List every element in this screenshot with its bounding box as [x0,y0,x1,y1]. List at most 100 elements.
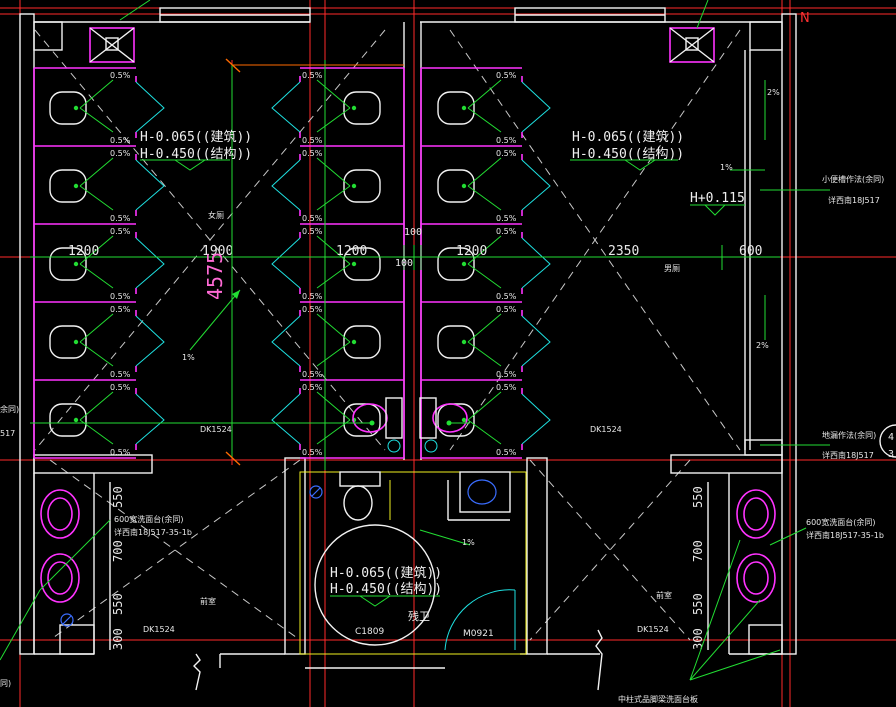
stall-slope-arrow [79,185,114,211]
door-dk-front-left: DK1524 [143,625,175,634]
toilet-drain-dot [351,105,357,111]
dim-vertical-4575 [225,58,404,466]
dim-100-b: 100 [404,227,422,238]
slope-arrows [189,80,766,546]
toilet-drain-dot [73,105,79,111]
dim-right-700: 700 [691,540,705,562]
acc-elev-arch: H-0.065((建筑)) [330,565,442,581]
dim-1900: 1900 [202,244,233,259]
room-men: 男厕 [664,264,680,273]
stall-slope-label: 0.5% [496,370,517,379]
stall-slope-label: 0.5% [302,383,323,392]
stall-slope-arrow [79,341,114,367]
women-elev-arch: H-0.065((建筑)) [140,129,252,145]
men-elev-urinal: H+0.115 [690,191,745,206]
stall-door-swing [271,315,301,367]
toilet-bowl [49,247,87,281]
note-basin-right-1: 600宽洗面台(余同) [806,517,876,527]
stall-slope-arrow [316,419,351,445]
stall-slope-arrow [316,263,351,289]
stall-slope-arrow [79,419,114,445]
dim-left-550b: 550 [111,593,125,615]
door-dk-front-right: DK1524 [637,625,669,634]
toilet-drain-dot [461,339,467,345]
note-urinal-1: 小便槽作法(余同) [822,174,884,184]
toilet-bowl [343,91,381,125]
toilet-bowl [49,403,87,437]
stall-slope-label: 0.5% [302,227,323,236]
stall-slope-label: 0.5% [110,227,131,236]
stall-slope-label: 0.5% [110,305,131,314]
stall-slope-arrow [467,391,502,421]
toilet-drain-dot [351,183,357,189]
dashed-diagonals [34,29,741,641]
stall-slope-label: 0.5% [110,370,131,379]
toilet-bowl [437,169,475,203]
dim-1200-c: 1200 [456,244,487,259]
stall-slope-label: 0.5% [302,136,323,145]
men-elev-struct: H-0.450((结构)) [572,147,684,162]
toilet-bowl [437,91,475,125]
room-front-right: 前室 [656,590,672,600]
toilet-bowl [49,91,87,125]
stall-door-swing [521,81,551,133]
stall-slope-label: 0.5% [496,448,517,457]
axis-bubble-right: 4 [888,432,894,443]
stall-door-swing [135,237,165,289]
stall-slope-label: 0.5% [302,292,323,301]
door-dk-left: DK1524 [200,425,232,434]
stall-slope-label: 0.5% [496,214,517,223]
stall-slope-label: 0.5% [110,149,131,158]
dim-left-700: 700 [111,540,125,562]
stall-slope-arrow [79,263,114,289]
stall-slope-arrow [316,341,351,367]
slope-floor-main: 1% [182,353,195,362]
stall-slope-label: 0.5% [496,383,517,392]
toilet-drain-dot [73,339,79,345]
stall-slope-label: 0.5% [302,71,323,80]
stall-door-swing [271,81,301,133]
stall-door-swing [521,237,551,289]
stall-slope-arrow [467,263,502,289]
toilet-bowl [49,325,87,359]
basins-right [707,482,776,650]
room-front-left: 前室 [200,596,216,606]
note-floor-1: 地漏作法(余同) [822,430,876,440]
stall-door-swing [135,393,165,445]
stall-slope-arrow [467,419,502,445]
stall-slope-label: 0.5% [302,149,323,158]
stall-slope-arrow [79,391,114,421]
dim-2350: 2350 [608,244,639,259]
stall-slope-arrow [467,341,502,367]
dim-left-300: 300 [111,628,125,650]
toilet-stalls: 0.5% 0.5% 0.5% 0.5% 0.5% 0.5% 0.5% 0.5% 0.5% 0.5%… [33,67,551,459]
axis-bubble-right-b: 3 [888,449,894,460]
note-basin-right-2: 详西南18J517-35-1b [806,530,884,540]
toilet-drain-dot [461,417,467,423]
door-dk-right: DK1524 [590,425,622,434]
stall-slope-arrow [316,185,351,211]
stall-door-swing [271,393,301,445]
stall-door-swing [521,159,551,211]
toilet-drain-dot [73,183,79,189]
dim-100-a: 100 [395,258,413,269]
stall-slope-label: 0.5% [110,71,131,80]
stall-slope-label: 0.5% [302,214,323,223]
stall-door-swing [135,315,165,367]
dim-600: 600 [739,244,762,259]
leader-lines [0,0,830,681]
slope-right-a: 2% [767,88,780,97]
accessible-toilet-room [299,471,527,655]
stall-slope-arrow [316,157,351,187]
stall-slope-arrow [316,235,351,265]
dim-1200-b: 1200 [336,244,367,259]
dim-4575-label: 4575 [203,252,227,300]
room-women: 女厕 [208,210,224,220]
window-c1809: C1809 [355,627,384,637]
note-edge-left-2: 517 [0,429,15,438]
stall-slope-label: 0.5% [302,305,323,314]
note-basin-left-2: 详西南18J517-35-1b [114,527,192,537]
note-urinal-2: 详西南18J517 [828,195,880,205]
toilet-bowl [343,169,381,203]
accessible-fixtures-mid [30,397,470,453]
